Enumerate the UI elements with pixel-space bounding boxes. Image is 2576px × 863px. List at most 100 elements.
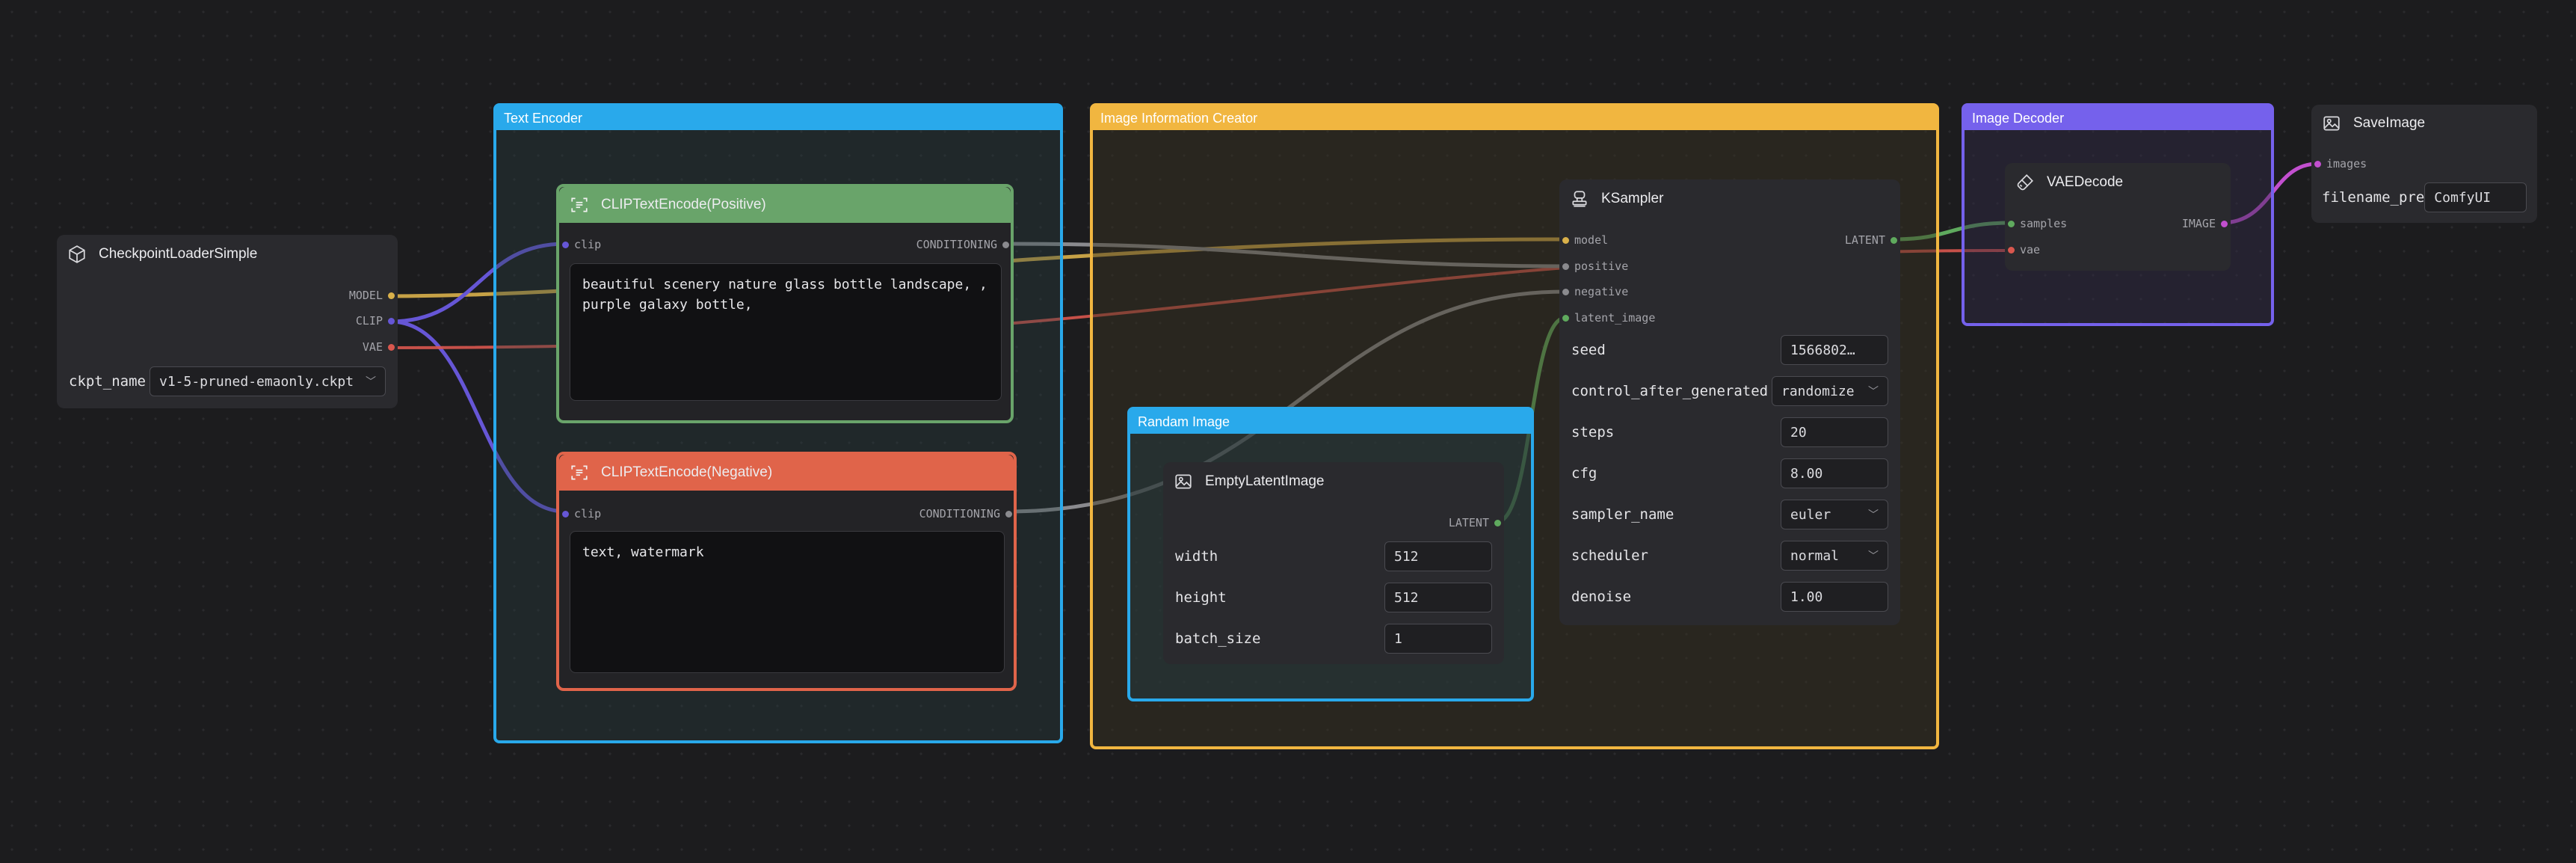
input-clip[interactable]: clip	[562, 238, 601, 251]
port-dot[interactable]	[1562, 236, 1569, 244]
widget-label: ckpt_name	[69, 373, 146, 390]
widget-label: steps	[1571, 424, 1615, 440]
port-dot[interactable]	[2008, 220, 2015, 227]
node-clip-positive[interactable]: CLIPTextEncode(Positive) clip CONDITIONI…	[556, 184, 1014, 423]
output-conditioning[interactable]: CONDITIONING	[919, 507, 1012, 520]
node-title: CheckpointLoaderSimple	[99, 246, 258, 262]
port-dot[interactable]	[2221, 220, 2228, 227]
output-conditioning[interactable]: CONDITIONING	[916, 238, 1009, 251]
input-images[interactable]: images	[2314, 157, 2367, 171]
node-header[interactable]: CLIPTextEncode(Negative)	[559, 455, 1014, 491]
control-select[interactable]: randomize ﹀	[1772, 376, 1888, 406]
widget-scheduler[interactable]: scheduler normal ﹀	[1571, 541, 1888, 571]
text-scan-icon	[570, 463, 589, 482]
output-model[interactable]: MODEL	[349, 289, 395, 302]
port-dot[interactable]	[1891, 236, 1897, 244]
node-empty-latent-image[interactable]: EmptyLatentImage LATENT width 512 height…	[1163, 462, 1504, 664]
port-dot[interactable]	[2314, 160, 2321, 168]
node-ksampler[interactable]: KSampler model LATENT positive negative …	[1559, 179, 1900, 625]
input-positive[interactable]: positive	[1562, 259, 1628, 273]
batch-size-input[interactable]: 1	[1384, 624, 1492, 654]
port-dot[interactable]	[1494, 519, 1501, 526]
input-model[interactable]: model	[1562, 233, 1608, 247]
filename-prefix-input[interactable]: ComfyUI	[2424, 182, 2527, 212]
output-clip[interactable]: CLIP	[356, 314, 395, 328]
widget-label: denoise	[1571, 589, 1632, 605]
node-header[interactable]: SaveImage	[2311, 105, 2537, 142]
input-samples[interactable]: samples	[2008, 217, 2067, 230]
node-header[interactable]: VAEDecode	[2005, 163, 2231, 202]
port-dot[interactable]	[1002, 241, 1009, 248]
port-dot[interactable]	[1562, 314, 1569, 322]
image-icon	[1174, 472, 1193, 491]
output-vae[interactable]: VAE	[363, 340, 395, 354]
scheduler-select[interactable]: normal ﹀	[1781, 541, 1888, 571]
node-header[interactable]: KSampler	[1559, 179, 1900, 218]
prompt-textarea[interactable]: text, watermark	[570, 531, 1005, 673]
chevron-down-icon: ﹀	[1868, 386, 1879, 398]
stamp-icon	[1570, 189, 1589, 209]
height-input[interactable]: 512	[1384, 583, 1492, 612]
port-dot[interactable]	[388, 343, 395, 351]
widget-label: cfg	[1571, 465, 1597, 482]
chevron-down-icon: ﹀	[1868, 550, 1879, 562]
node-clip-negative[interactable]: CLIPTextEncode(Negative) clip CONDITIONI…	[556, 452, 1017, 691]
node-header[interactable]: CheckpointLoaderSimple	[57, 235, 398, 274]
node-title: SaveImage	[2353, 115, 2426, 131]
input-clip[interactable]: clip	[562, 507, 601, 520]
widget-width[interactable]: width 512	[1175, 541, 1492, 571]
image-icon	[2322, 114, 2341, 133]
node-title: KSampler	[1601, 191, 1664, 206]
node-title: CLIPTextEncode(Positive)	[601, 197, 766, 212]
widget-height[interactable]: height 512	[1175, 583, 1492, 612]
port-dot[interactable]	[2008, 246, 2015, 254]
port-dot[interactable]	[562, 510, 569, 518]
seed-input[interactable]: 1566802…	[1781, 335, 1888, 365]
node-checkpoint-loader[interactable]: CheckpointLoaderSimple MODEL CLIP VAE ck…	[57, 235, 398, 408]
port-dot[interactable]	[1562, 262, 1569, 270]
sampler-select[interactable]: euler ﹀	[1781, 500, 1888, 529]
width-input[interactable]: 512	[1384, 541, 1492, 571]
widget-cfg[interactable]: cfg 8.00	[1571, 458, 1888, 488]
input-vae[interactable]: vae	[2008, 243, 2040, 257]
node-header[interactable]: EmptyLatentImage	[1163, 462, 1504, 501]
port-dot[interactable]	[1562, 288, 1569, 295]
group-title: Image Decoder	[1965, 106, 2271, 130]
node-title: CLIPTextEncode(Negative)	[601, 464, 773, 480]
group-title: Randam Image	[1130, 410, 1531, 434]
port-dot[interactable]	[388, 292, 395, 299]
brush-icon	[2015, 173, 2035, 192]
port-dot[interactable]	[562, 241, 569, 248]
widget-ckpt-name[interactable]: ckpt_name v1-5-pruned-emaonly.ckpt ﹀	[69, 366, 386, 396]
group-title: Text Encoder	[496, 106, 1060, 130]
ckpt-select[interactable]: v1-5-pruned-emaonly.ckpt ﹀	[150, 366, 386, 396]
widget-steps[interactable]: steps 20	[1571, 417, 1888, 447]
cfg-input[interactable]: 8.00	[1781, 458, 1888, 488]
widget-denoise[interactable]: denoise 1.00	[1571, 582, 1888, 612]
denoise-input[interactable]: 1.00	[1781, 582, 1888, 612]
node-save-image[interactable]: SaveImage images filename_pre ComfyUI	[2311, 105, 2537, 223]
output-latent[interactable]: LATENT	[1449, 516, 1501, 529]
prompt-textarea[interactable]: beautiful scenery nature glass bottle la…	[570, 263, 1002, 401]
widget-control-after-generated[interactable]: control_after_generated randomize ﹀	[1571, 376, 1888, 406]
chevron-down-icon: ﹀	[366, 376, 376, 388]
input-latent-image[interactable]: latent_image	[1562, 311, 1655, 325]
output-latent[interactable]: LATENT	[1845, 233, 1897, 247]
port-dot[interactable]	[1005, 510, 1012, 518]
widget-label: seed	[1571, 342, 1606, 358]
output-image[interactable]: IMAGE	[2182, 217, 2228, 230]
cube-icon	[67, 245, 87, 264]
node-header[interactable]: CLIPTextEncode(Positive)	[559, 187, 1011, 223]
steps-input[interactable]: 20	[1781, 417, 1888, 447]
group-title: Image Information Creator	[1093, 106, 1936, 130]
node-vae-decode[interactable]: VAEDecode samples IMAGE vae	[2005, 163, 2231, 271]
widget-seed[interactable]: seed 1566802…	[1571, 335, 1888, 365]
widget-batch-size[interactable]: batch_size 1	[1175, 624, 1492, 654]
widget-filename-prefix[interactable]: filename_pre ComfyUI	[2322, 182, 2527, 212]
input-negative[interactable]: negative	[1562, 285, 1628, 298]
port-dot[interactable]	[388, 317, 395, 325]
widget-label: width	[1175, 548, 1218, 565]
widget-label: filename_pre	[2322, 189, 2425, 206]
widget-label: sampler_name	[1571, 506, 1674, 523]
widget-sampler-name[interactable]: sampler_name euler ﹀	[1571, 500, 1888, 529]
